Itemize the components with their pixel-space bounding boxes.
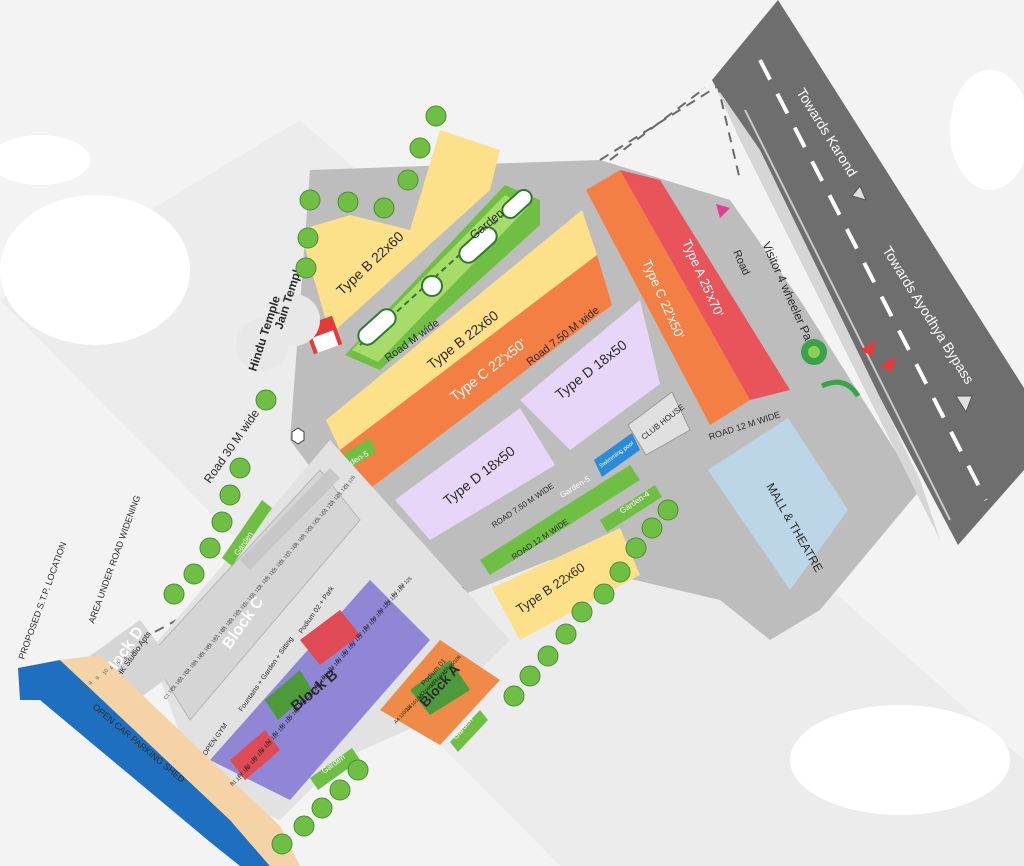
arrow-up-icon [851, 185, 867, 201]
plot-type-a[interactable] [620, 170, 790, 400]
garden-a-strip[interactable] [450, 710, 488, 752]
unit-d-label: 3 [144, 640, 151, 646]
block-a[interactable]: Block A Podium 01 [380, 640, 500, 745]
garden-5-mid-strip[interactable] [480, 465, 640, 575]
club-house[interactable] [627, 391, 691, 456]
unit-d-label: 9 [95, 675, 102, 681]
unit-d-label: 7 [81, 685, 88, 691]
arrow-down-icon [955, 395, 973, 414]
trees [163, 105, 679, 855]
unit-d-label: 6 [123, 655, 130, 661]
unit-d-label: 2 [137, 645, 144, 651]
roundabout-right [716, 204, 896, 398]
garden-4-strip[interactable] [600, 485, 662, 532]
garden-left-strip[interactable] [222, 500, 272, 566]
plot-type-c-mid[interactable] [340, 255, 612, 500]
unit-d-label: 10 [102, 668, 110, 676]
block-c[interactable]: Block C Fountains + Garden + Sitting OPE… [149, 468, 361, 757]
unit-d-label: 5 [116, 660, 123, 666]
plot-type-c-right[interactable] [586, 170, 750, 425]
unit-d-label: 8 [88, 680, 95, 686]
unit-d-label: 4 [109, 665, 116, 671]
plot-type-b-bottom[interactable] [492, 528, 640, 640]
garden-top-strip[interactable]: Garden [345, 185, 540, 370]
plot-type-b-top[interactable] [300, 130, 500, 335]
mall-theatre-plot[interactable] [708, 418, 848, 590]
river [18, 655, 300, 866]
plot-type-d-lower[interactable] [395, 408, 555, 540]
highway: Towards Karond Towards Ayodhya Bypass [712, 0, 1024, 545]
garden-bottom-strip[interactable] [310, 748, 360, 790]
plot-type-b-mid[interactable] [326, 210, 597, 450]
swimming-pool[interactable] [594, 433, 640, 477]
unit-d-label: 1 [130, 650, 137, 656]
plot-type-d-upper[interactable] [520, 300, 660, 450]
hexagon-marker-icon [291, 427, 305, 445]
